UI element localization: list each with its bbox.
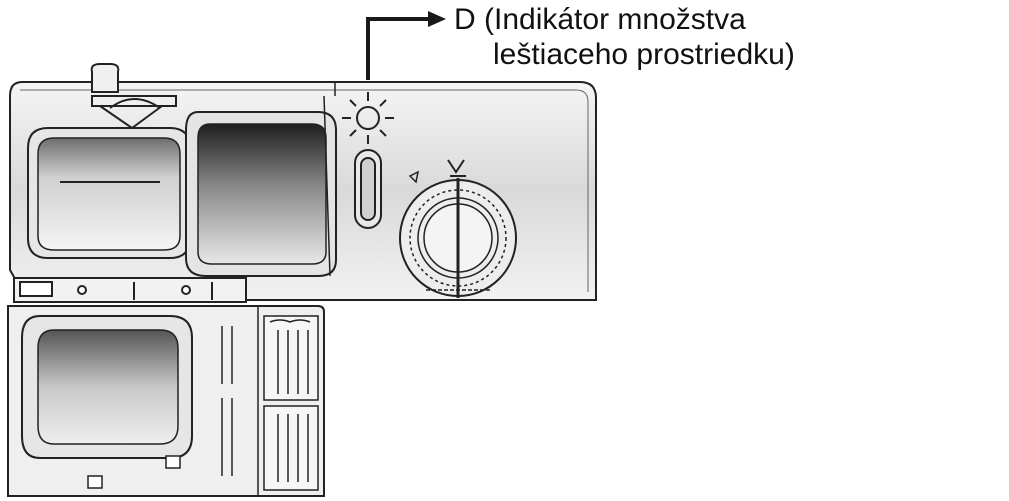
dispenser-front-strip xyxy=(13,277,247,303)
sun-ray-indicator-icon xyxy=(342,92,394,144)
callout-line-2: leštiaceho prostriedku) xyxy=(493,38,795,71)
callout-line-1: (Indikátor množstva xyxy=(484,3,746,36)
prewash-cup xyxy=(185,95,337,277)
open-lid xyxy=(7,305,325,497)
indicator-window xyxy=(354,149,382,229)
callout-label: D (Indikátor množstva xyxy=(454,3,746,37)
lid-ribs xyxy=(221,315,319,491)
callout-letter: D xyxy=(454,3,476,36)
rinse-aid-dial-icon xyxy=(399,159,517,298)
callout-arrow xyxy=(366,11,446,80)
lid-latch xyxy=(90,63,177,130)
detergent-cup xyxy=(27,127,191,259)
